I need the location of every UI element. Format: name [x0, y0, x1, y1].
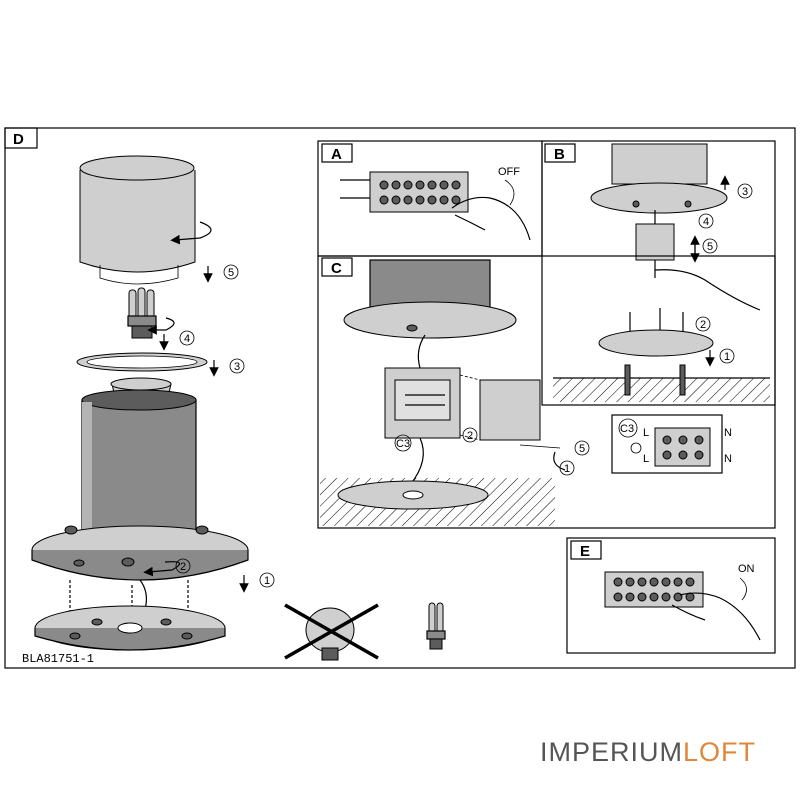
step-b2: 2: [700, 319, 706, 331]
glass-shade: [79, 155, 196, 285]
panel-label-b: B: [554, 146, 565, 163]
terminal-block-e: [604, 571, 704, 608]
panel-label-a: A: [331, 146, 342, 163]
hand-b: [654, 269, 761, 311]
terminal-l-bottom: L: [643, 453, 649, 465]
watermark-part1: IMPERIUM: [540, 737, 683, 767]
wiring-inset: C3 L N L N: [611, 414, 732, 474]
switch-label-on: ON: [738, 563, 755, 575]
step-d5: 5: [228, 267, 234, 279]
cfl-bulb-allowed-icon: [426, 602, 446, 650]
hand-e: [671, 592, 761, 641]
switch-label-off: OFF: [498, 166, 520, 178]
outer-frame: [4, 127, 796, 669]
ground-symbol-icon: [630, 442, 642, 454]
panel-label-e: E: [580, 543, 590, 560]
panel-label-d: D: [13, 131, 24, 148]
ground-b: [553, 378, 770, 402]
panel-e: E ON: [566, 537, 776, 654]
step-d3: 3: [234, 361, 240, 373]
hand-a: [451, 196, 531, 241]
base-plate-lower: [34, 605, 226, 651]
panel-a: A OFF: [317, 140, 543, 257]
step-b1: 1: [724, 351, 730, 363]
step-d2: 2: [180, 561, 186, 573]
rotate-arrow-5: [170, 221, 212, 245]
panel-d: D 5 4 3: [4, 127, 446, 666]
watermark: IMPERIUMLOFT: [540, 737, 756, 767]
step-d1: 1: [264, 575, 270, 587]
step-c5: 5: [579, 443, 585, 455]
inset-label: C3: [620, 423, 634, 435]
step-c2: 2: [467, 430, 473, 442]
incandescent-bulb-crossed-icon: [284, 603, 379, 661]
step-c1: 1: [564, 463, 570, 475]
step-d4: 4: [184, 333, 190, 345]
panel-c: C C3 2 5 1 C3: [317, 255, 776, 529]
step-c3: C3: [396, 438, 410, 450]
step-b3: 3: [742, 186, 748, 198]
model-code: BLA81751-1: [22, 652, 94, 666]
terminal-block-a: [340, 171, 469, 213]
junction-box: [384, 367, 541, 441]
cfl-bulb-removal: [127, 287, 157, 339]
terminal-l-top: L: [643, 427, 649, 439]
mount-plate-b: [598, 329, 714, 357]
watermark-part2: LOFT: [683, 737, 756, 767]
terminal-n-bottom: N: [724, 453, 732, 465]
panel-label-c: C: [331, 260, 342, 277]
base-disc-upper: [31, 525, 249, 581]
step-b4: 4: [703, 216, 709, 228]
step-b5: 5: [707, 241, 713, 253]
panel-b: B 3 4 5 2 1: [541, 140, 776, 406]
driver-box: [635, 223, 675, 261]
terminal-n-top: N: [724, 427, 732, 439]
